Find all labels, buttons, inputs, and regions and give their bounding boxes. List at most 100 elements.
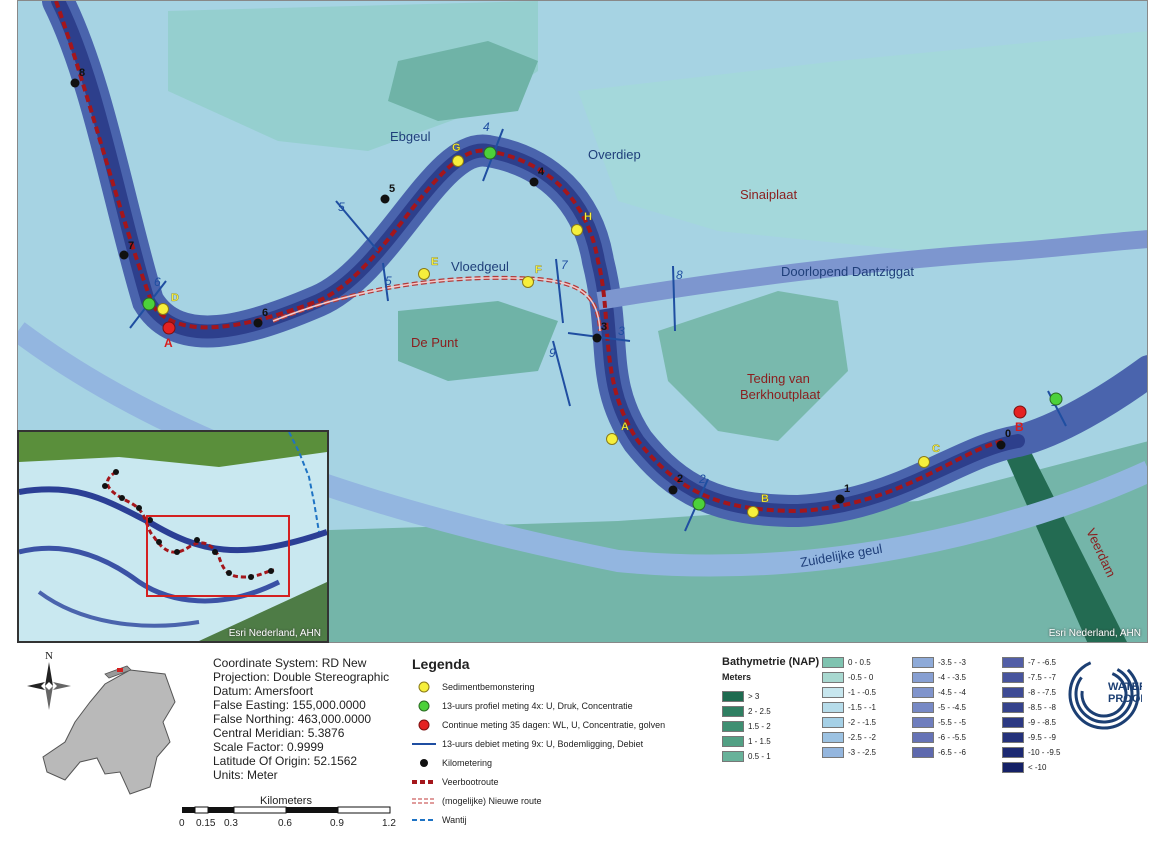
sediment-point-e <box>418 268 430 280</box>
scale-segment <box>286 807 338 813</box>
place-doorlopend-dantziggat: Doorlopend Dantziggat <box>781 264 914 279</box>
bathymetry-item: -3 - -2.5 <box>822 746 876 758</box>
legend-row-continuous: Continue meting 35 dagen: WL, U, Concent… <box>412 718 665 732</box>
new-route-inner <box>272 277 601 332</box>
coord-line-1: Coordinate System: RD New <box>213 656 367 670</box>
place-teding-van: Teding van <box>747 371 810 386</box>
bathymetry-swatch <box>1002 656 1024 668</box>
place-berkhoutplaat: Berkhoutplaat <box>740 387 821 402</box>
inset-map[interactable]: Esri Nederland, AHN <box>17 430 329 643</box>
transect-label-7: 7 <box>561 258 569 272</box>
scale-tick-06: 0.6 <box>278 818 292 829</box>
netherlands-locator-map <box>42 665 176 795</box>
bathymetry-label: -0.5 - 0 <box>848 672 874 682</box>
coord-line-7: Scale Factor: 0.9999 <box>213 740 324 754</box>
legend-label-wantij: Wantij <box>442 815 467 825</box>
inset-land-south <box>199 582 327 641</box>
green-dot-icon <box>412 699 436 713</box>
sediment-point-f <box>522 276 534 288</box>
bathymetry-label: 1.5 - 2 <box>748 721 771 731</box>
km-label-0: 0 <box>1005 428 1011 440</box>
bathymetry-item: -2.5 - -2 <box>822 731 876 743</box>
km-point-6 <box>253 318 263 328</box>
bathymetry-label: -7 - -6.5 <box>1028 657 1057 667</box>
km-label-3: 3 <box>601 321 607 333</box>
inset-channel-2 <box>19 545 281 604</box>
veerdam <box>1003 446 1127 642</box>
east-arrow-shape <box>53 682 71 690</box>
legend-row-wantij: Wantij <box>412 813 467 827</box>
scale-segment <box>337 806 391 814</box>
bathymetry-item: -10 - -9.5 <box>1002 746 1060 758</box>
yellow-dot-icon <box>412 680 436 694</box>
credit-inset: Esri Nederland, AHN <box>228 628 321 639</box>
profile-point-3 <box>483 146 497 160</box>
red-double-dashed-line-icon <box>412 794 436 808</box>
bathymetry-item: -5.5 - -5 <box>912 716 966 728</box>
red-dot-icon <box>412 718 436 732</box>
channel-dantziggat <box>596 230 1147 310</box>
bathymetry-label: -1 - -0.5 <box>848 687 877 697</box>
inset-km-point <box>147 517 153 523</box>
bathymetry-item: 1.5 - 2 <box>722 720 771 732</box>
sediment-points <box>157 155 930 518</box>
km-label-8: 8 <box>79 67 85 79</box>
inset-km-point <box>212 549 218 555</box>
coord-line-6: Central Meridian: 5.3876 <box>213 726 345 740</box>
inset-canvas <box>19 432 327 641</box>
logo-ring-inner <box>1080 670 1128 718</box>
inset-km-points <box>102 469 274 580</box>
bathymetry-item: -3.5 - -3 <box>912 656 966 668</box>
continuous-points <box>162 321 1027 419</box>
bathymetry-item: -4 - -3.5 <box>912 671 966 683</box>
main-map[interactable]: 1 2 3 4 5 5 6 7 8 9 8 7 6 5 <box>17 0 1148 643</box>
km-point-0 <box>996 440 1006 450</box>
bathymetry-label: -1.5 - -1 <box>848 702 877 712</box>
bathymetry-item: -8.5 - -8 <box>1002 701 1056 713</box>
sediment-point-b <box>747 506 759 518</box>
transect-label-6: 6 <box>154 275 161 289</box>
inset-km-point <box>194 537 200 543</box>
scale-segment <box>194 806 209 814</box>
bathymetry-swatch <box>822 731 844 743</box>
bathymetry-item: 0.5 - 1 <box>722 750 771 762</box>
bathymetry-item: -6 - -5.5 <box>912 731 966 743</box>
sediment-point-d <box>157 303 169 315</box>
bathymetry-swatch <box>822 701 844 713</box>
inset-km-point <box>136 505 142 511</box>
north-arrow-shape <box>45 662 53 686</box>
sediment-labels: A B C D E F G H <box>171 142 940 505</box>
blue-line-icon <box>412 737 436 751</box>
land-south <box>199 441 1147 642</box>
bathymetry-swatch <box>722 705 744 717</box>
km-point-2 <box>668 485 678 495</box>
transect-5b <box>382 262 389 302</box>
km-point-3 <box>592 333 602 343</box>
scale-segment <box>208 807 234 813</box>
place-ebgeul: Ebgeul <box>390 129 431 144</box>
km-label-6: 6 <box>262 307 268 319</box>
continuous-point-a <box>162 321 176 335</box>
north-label: N <box>45 650 53 662</box>
sediment-point-c <box>918 456 930 468</box>
sediment-label-c: C <box>932 443 940 455</box>
netherlands-outline <box>42 669 176 795</box>
km-point-7 <box>119 250 129 260</box>
km-label-1: 1 <box>844 483 850 495</box>
inset-ferry-route <box>105 470 275 579</box>
scale-title: Kilometers <box>260 795 312 807</box>
legend-label-continuous: Continue meting 35 dagen: WL, U, Concent… <box>442 720 666 730</box>
scale-segment <box>182 807 195 813</box>
transect-label-5b: 5 <box>385 274 392 288</box>
bathymetry-item: -5 - -4.5 <box>912 701 966 713</box>
west-arrow-shape <box>27 682 45 690</box>
coord-line-5: False Northing: 463,000.0000 <box>213 712 372 726</box>
coord-line-3: Datum: Amersfoort <box>213 684 314 698</box>
bathymetry-item: -7.5 - -7 <box>1002 671 1056 683</box>
inset-extent-box <box>146 515 290 597</box>
scale-bar <box>182 806 391 814</box>
inset-km-point <box>268 568 274 574</box>
scale-segment <box>233 806 287 814</box>
bathymetry-swatch <box>722 720 744 732</box>
transect-label-2: 2 <box>698 472 706 486</box>
